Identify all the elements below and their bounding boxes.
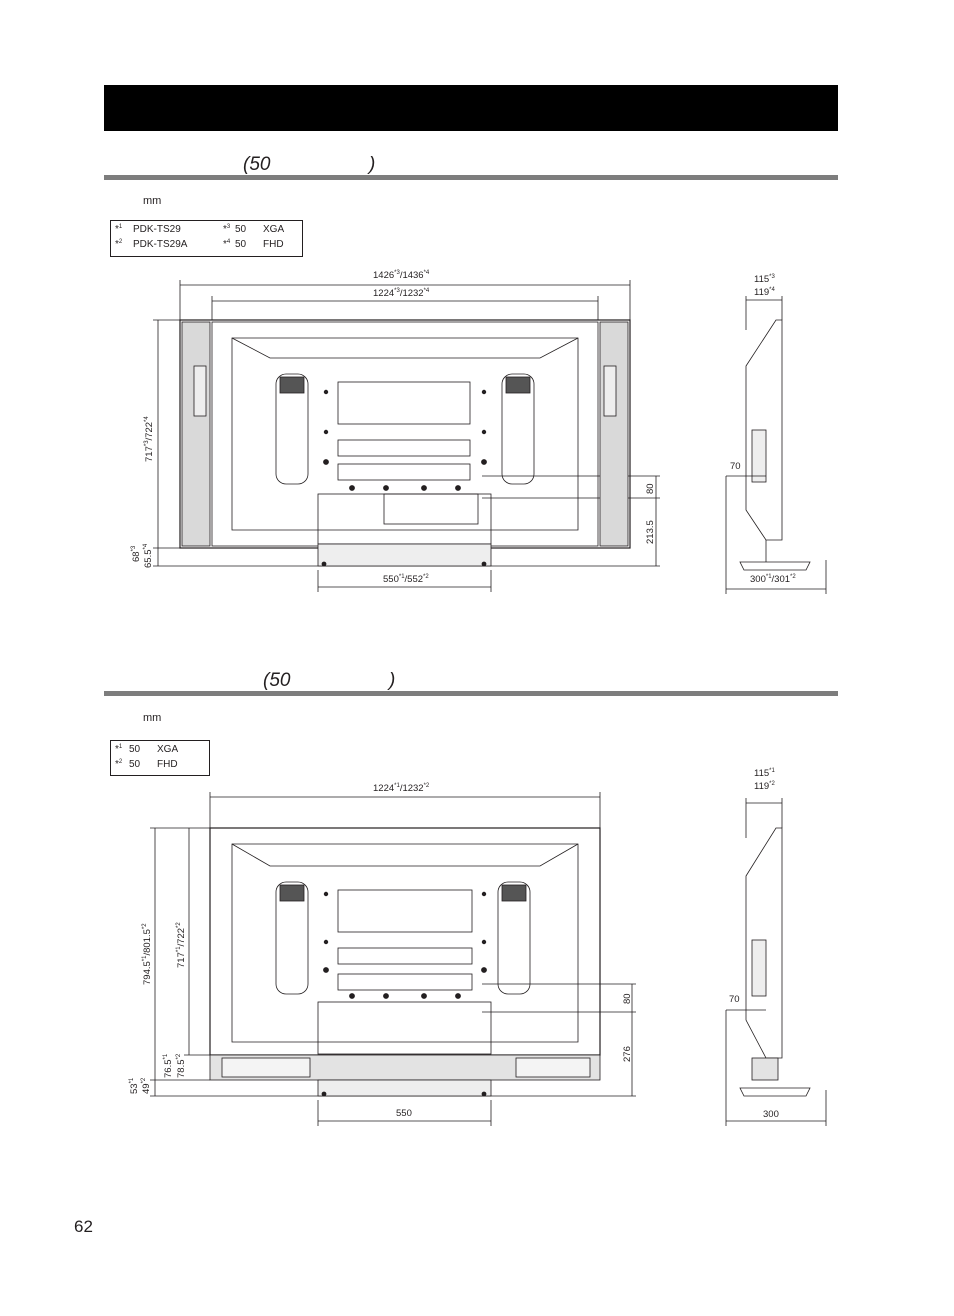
note-sup: 2 — [118, 239, 123, 245]
note-mark: * — [115, 239, 119, 250]
note-res: FHD — [157, 759, 178, 770]
note-sup: 3 — [226, 224, 231, 230]
section1-note-row: *2 PDK-TS29A *4 50 FHD — [115, 237, 298, 252]
section2-title-prefix: (50 — [263, 670, 291, 691]
note-sup: 4 — [226, 239, 231, 245]
section1-title-prefix: (50 — [243, 154, 271, 175]
section2-note-row: *1 50 XGA — [115, 742, 205, 757]
dim2-side70: 70 — [729, 994, 740, 1005]
dim2-bottom-b: 78.5*2 — [176, 1053, 187, 1078]
dim2-depth-b: 119*2 — [754, 781, 775, 792]
note-mark: * — [223, 239, 227, 250]
section2-notes-box: *1 50 XGA *2 50 FHD — [110, 740, 210, 776]
dim2-bottom-a: 76.5*1 — [163, 1053, 174, 1078]
dim-panel-width: 1224*3/1232*4 — [373, 288, 430, 299]
page-number: 62 — [74, 1217, 93, 1236]
dim2-stand-width: 550 — [396, 1108, 412, 1119]
note-size: 50 — [129, 744, 141, 755]
note-mark: * — [115, 744, 119, 755]
note-size: 50 — [235, 224, 247, 235]
dim-overall-width: 1426*3/1436*4 — [373, 270, 430, 281]
note-mark: * — [223, 224, 227, 235]
dim2-base-b: 49*2 — [141, 1077, 152, 1094]
dim-depth-a: 115*3 — [754, 274, 775, 285]
dim2-base-a: 53*1 — [129, 1077, 140, 1094]
section2-side-view — [725, 798, 827, 1126]
section1-notes-box: *1 PDK-TS29 *3 50 XGA *2 PDK-TS29A *4 50… — [110, 220, 303, 257]
note-sup: 2 — [118, 759, 123, 765]
note-size: 50 — [235, 239, 247, 250]
dim2-v276: 276 — [622, 1046, 633, 1062]
dim2-stand-depth: 300 — [763, 1109, 779, 1120]
note-res: FHD — [263, 239, 284, 250]
section2-title-suffix: ) — [389, 670, 396, 691]
note-sup: 1 — [118, 224, 123, 230]
note-mark: * — [115, 224, 119, 235]
page-title-bar — [104, 85, 838, 131]
note-sup: 1 — [118, 744, 123, 750]
section1-rule — [104, 175, 838, 180]
section2-rule — [104, 691, 838, 696]
section1-title-suffix: ) — [369, 154, 376, 175]
dim2-height: 717*1/722*2 — [176, 922, 187, 968]
note-size: 50 — [129, 759, 141, 770]
note-model: PDK-TS29 — [133, 224, 181, 235]
note-res: XGA — [263, 224, 285, 235]
dim2-depth-a: 115*1 — [754, 768, 775, 779]
note-model: PDK-TS29A — [133, 239, 188, 250]
dim2-v80: 80 — [622, 993, 633, 1004]
dim2-panel-width: 1224*1/1232*2 — [373, 783, 430, 794]
dim-stand-width: 550*1/552*2 — [383, 574, 429, 585]
dim-side70: 70 — [730, 461, 741, 472]
note-res: XGA — [157, 744, 179, 755]
note-mark: * — [115, 759, 119, 770]
dim-stand-depth: 300*1/301*2 — [750, 574, 796, 585]
dim-depth-b: 119*4 — [754, 287, 775, 298]
section2-unit: mm — [143, 712, 162, 724]
section1-unit: mm — [143, 195, 162, 207]
section2-note-row: *2 50 FHD — [115, 757, 205, 772]
dim2-total-height: 794.5*1/801.5*2 — [142, 923, 153, 985]
section1-note-row: *1 PDK-TS29 *3 50 XGA — [115, 222, 298, 237]
section1-side-view — [725, 296, 827, 594]
